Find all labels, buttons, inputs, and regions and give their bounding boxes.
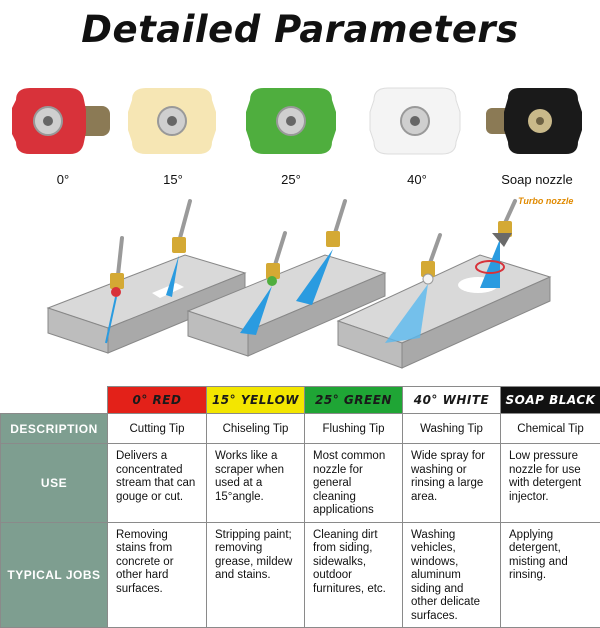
nozzle-soap: Soap nozzle <box>482 80 592 190</box>
turbo-nozzle-label: Turbo nozzle <box>518 196 573 206</box>
nozzle-label: 15° <box>118 172 228 187</box>
nozzle-0: 0° <box>8 80 118 190</box>
table-cell: Delivers a concentrated stream that can … <box>108 444 207 523</box>
row-label-description: DESCRIPTION <box>1 414 108 444</box>
table-cell: Cutting Tip <box>108 414 207 444</box>
nozzle-label: Soap nozzle <box>482 172 592 187</box>
green-nozzle-tip-icon <box>236 80 346 170</box>
header-white: 40° WHITE <box>403 387 501 414</box>
table-cell: Most common nozzle for general cleaning … <box>305 444 403 523</box>
table-cell: Washing Tip <box>403 414 501 444</box>
nozzle-label: 0° <box>8 172 118 187</box>
nozzle-15: 15° <box>118 80 228 190</box>
row-label-typical-jobs: TYPICAL JOBS <box>1 522 108 628</box>
table-cell: Low pressure nozzle for use with deterge… <box>501 444 600 523</box>
table-row: TYPICAL JOBS Removing stains from concre… <box>1 522 600 628</box>
table-row: USE Delivers a concentrated stream that … <box>1 444 600 523</box>
table-cell: Chiseling Tip <box>207 414 305 444</box>
black-nozzle-tip-icon <box>482 80 592 170</box>
page-title: Detailed Parameters <box>0 8 600 51</box>
table-cell: Works like a scraper when used at a 15°a… <box>207 444 305 523</box>
table-cell: Wide spray for washing or rinsing a larg… <box>403 444 501 523</box>
yellow-nozzle-tip-icon <box>118 80 228 170</box>
nozzle-label: 40° <box>362 172 472 187</box>
header-yellow: 15° YELLOW <box>207 387 305 414</box>
header-red: 0° RED <box>108 387 207 414</box>
nozzle-label: 25° <box>236 172 346 187</box>
table-cell: Removing stains from concrete or other h… <box>108 522 207 628</box>
table-cell: Cleaning dirt from siding, sidewalks, ou… <box>305 522 403 628</box>
header-black: SOAP BLACK <box>501 387 600 414</box>
spray-illustration <box>0 193 600 383</box>
table-cell: Washing vehicles, windows, aluminum sidi… <box>403 522 501 628</box>
table-cell: Applying detergent, misting and rinsing. <box>501 522 600 628</box>
parameters-table: 0° RED 15° YELLOW 25° GREEN 40° WHITE SO… <box>0 386 600 628</box>
table-row: DESCRIPTION Cutting Tip Chiseling Tip Fl… <box>1 414 600 444</box>
table-cell: Chemical Tip <box>501 414 600 444</box>
nozzle-25: 25° <box>236 80 346 190</box>
table-cell: Flushing Tip <box>305 414 403 444</box>
white-nozzle-tip-icon <box>362 80 472 170</box>
nozzle-40: 40° <box>362 80 472 190</box>
table-corner <box>1 387 108 414</box>
row-label-use: USE <box>1 444 108 523</box>
table-header-row: 0° RED 15° YELLOW 25° GREEN 40° WHITE SO… <box>1 387 600 414</box>
nozzle-row: 0° 15° 25° 40° Soap nozzle <box>0 80 600 195</box>
header-green: 25° GREEN <box>305 387 403 414</box>
red-nozzle-tip-icon <box>8 80 118 170</box>
table-cell: Stripping paint; removing grease, mildew… <box>207 522 305 628</box>
